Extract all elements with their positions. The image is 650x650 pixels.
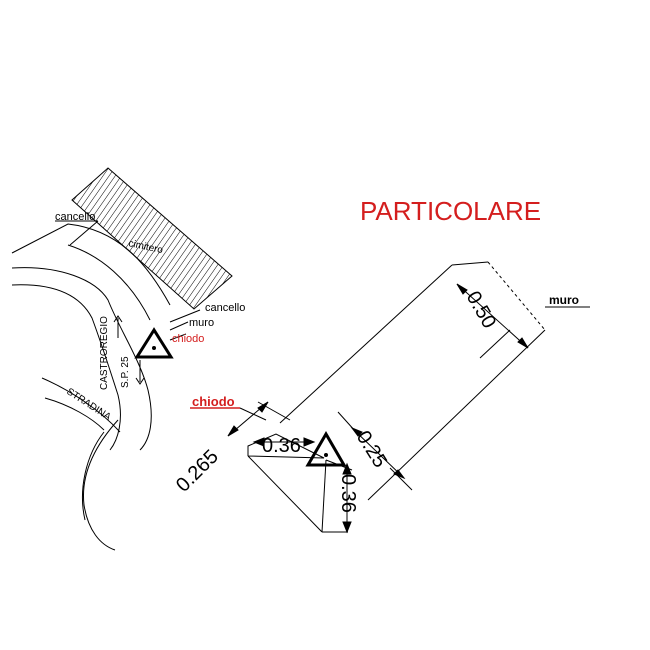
road-edge-outer [11, 223, 171, 306]
survey-benchmark-triangle-icon [305, 431, 347, 467]
dim-d-label: 0.36 [337, 474, 359, 513]
detail-label-muro: muro [549, 293, 579, 307]
tri-line-1 [247, 455, 323, 533]
map-label-muro: muro [189, 317, 214, 329]
dim-b-label: 0.36 [262, 435, 301, 457]
detail-title: PARTICOLARE [360, 196, 541, 226]
dim-arrow [456, 283, 468, 295]
wall-leader [169, 321, 189, 331]
detail-drawing [190, 261, 590, 534]
map-label-road-code: S.P. 25 [120, 356, 131, 388]
gate-line-1 [69, 220, 99, 246]
wall-edge-left [279, 264, 453, 424]
cemetery-building [71, 167, 233, 310]
map-label-cancello-2: cancello [205, 302, 245, 314]
chiodo-leader [239, 407, 267, 421]
dim-c-ext [337, 411, 357, 433]
lower-road-edge-1 [82, 419, 119, 551]
road-edge-inner [11, 284, 121, 451]
dim-arrow [252, 437, 265, 447]
dim-arrow [303, 437, 316, 447]
dim-arrow [393, 469, 406, 480]
stradina-edge-2 [44, 397, 105, 431]
survey-benchmark-triangle-icon [134, 327, 174, 359]
dim-c-line [351, 427, 405, 479]
road-edge-outer-2 [11, 267, 152, 451]
dim-arrow [517, 337, 529, 349]
road-edge-inner-2 [67, 244, 151, 321]
dim-wall-width-label: 0.50 [462, 288, 501, 333]
dim-a-ext [257, 401, 291, 421]
tri-line-3 [321, 459, 327, 533]
muro-leader-2 [479, 329, 511, 359]
map-label-road-name: CASTROREGIO [99, 316, 110, 390]
wall-top [451, 261, 489, 266]
dim-c-ext-2 [389, 467, 413, 491]
dim-arrow [342, 462, 352, 475]
dim-wall-width-line [456, 283, 529, 349]
gate-leader-2 [169, 309, 201, 323]
nail-leader [169, 333, 187, 341]
wall-end-dashed [487, 261, 546, 331]
location-map [11, 167, 233, 551]
dim-a-label: 0.265 [172, 446, 223, 497]
road-arrowhead-up [113, 315, 123, 323]
nail-outline [247, 433, 325, 459]
map-label-cancello-1: cancello [55, 211, 95, 223]
detail-label-chiodo: chiodo [192, 394, 235, 409]
dim-arrow [227, 425, 239, 437]
dim-arrow [342, 521, 352, 534]
road-arrowhead-down [135, 377, 145, 385]
map-label-chiodo: chiodo [172, 333, 204, 345]
lower-road-edge-2 [82, 431, 105, 521]
